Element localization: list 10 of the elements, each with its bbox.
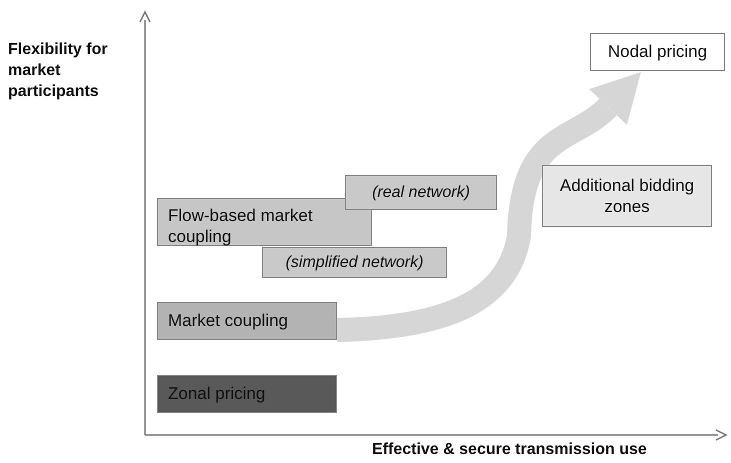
stage-box: Zonal pricing [157,375,337,413]
curved-arrow [336,74,644,342]
stage-box: Flow-based market coupling [157,198,372,246]
stage-box: Nodal pricing [590,33,725,71]
stage-box: (real network) [345,175,497,210]
stage-box: (simplified network) [262,247,447,278]
stage-box: Market coupling [157,302,337,340]
axis-label: Effective & secure transmission use [372,440,648,460]
stage-box: Additional bidding zones [542,165,712,227]
axis-label: Flexibility for market participants [8,40,109,102]
